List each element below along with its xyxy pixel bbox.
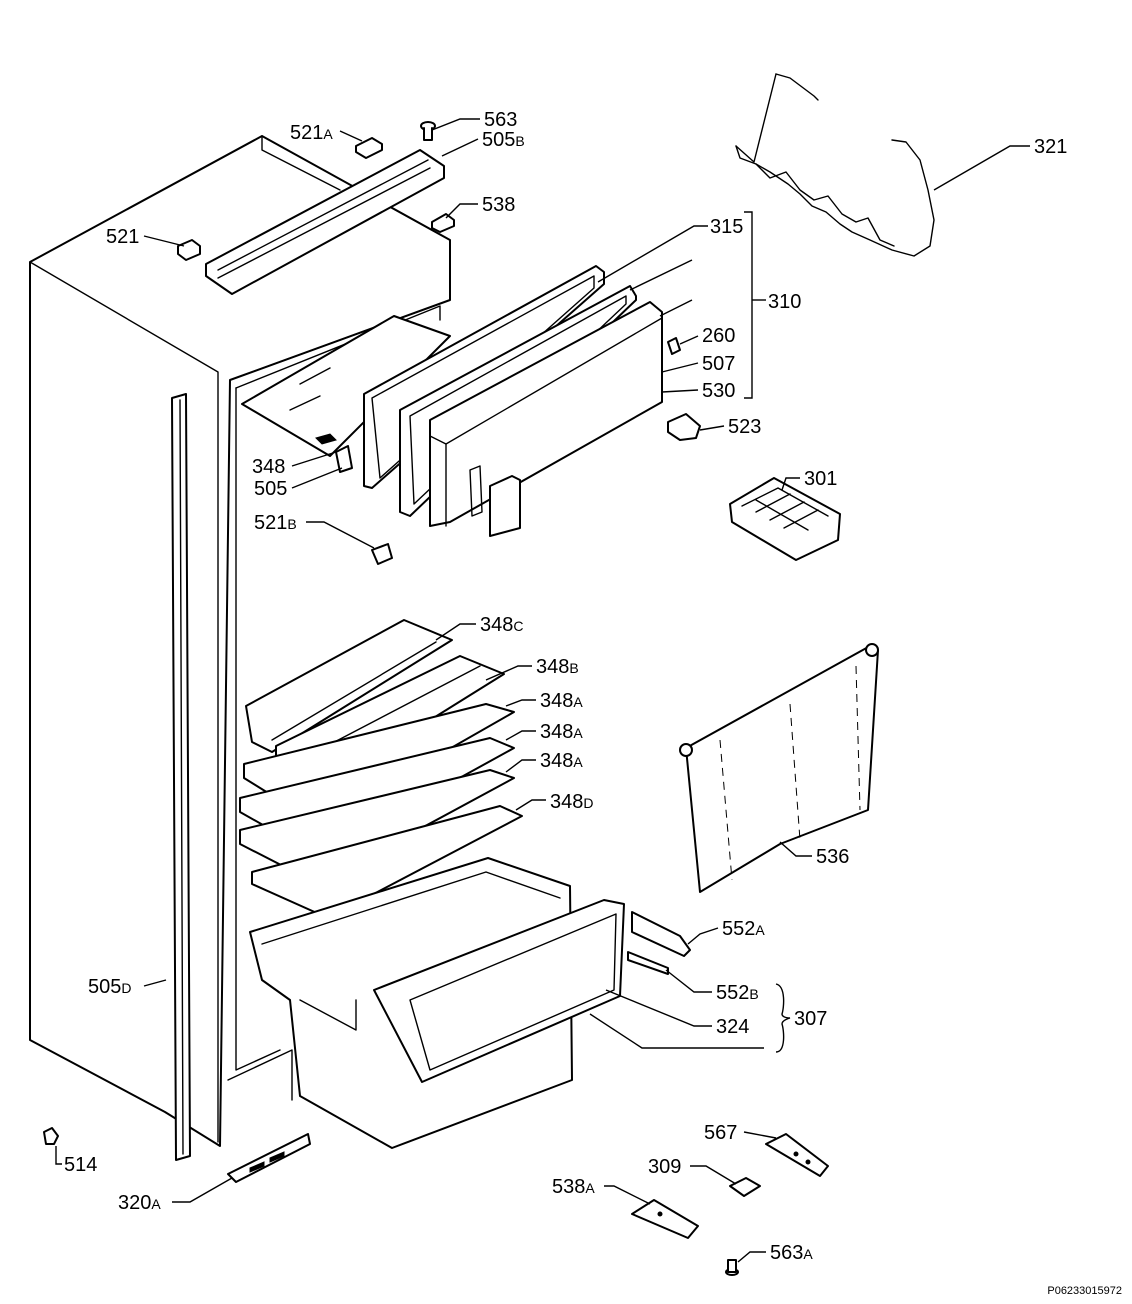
ice-tray-301 [729, 477, 841, 561]
cap-521 [177, 239, 201, 261]
callout-505b: 505B [482, 129, 525, 151]
callout-536: 536 [816, 846, 849, 868]
door-panel-530 [429, 301, 663, 537]
callout-307: 307 [794, 1008, 827, 1030]
callout-348d: 348D [550, 791, 594, 813]
drawer-front-324 [373, 899, 625, 1083]
callout-567: 567 [704, 1122, 737, 1144]
callout-521: 521 [106, 226, 139, 248]
callout-301: 301 [804, 468, 837, 490]
callout-563a: 563A [770, 1242, 813, 1264]
callout-labels: 563 521A 505B 538 521 315 321 310 260 50… [64, 109, 1067, 1264]
callout-538a: 538A [552, 1176, 595, 1198]
callout-530: 530 [702, 380, 735, 402]
callout-324: 324 [716, 1016, 749, 1038]
gasket-505 [335, 445, 353, 473]
hinge-bar-505b [205, 149, 445, 295]
drawing-reference: P06233015972 [1047, 1285, 1122, 1297]
callout-310: 310 [768, 291, 801, 313]
latch-523 [667, 413, 701, 441]
callout-552a: 552A [722, 918, 765, 940]
callout-348a-2: 348A [540, 721, 583, 743]
callout-505: 505 [254, 478, 287, 500]
freezer-shelf-348 [241, 315, 451, 457]
callout-348b: 348B [536, 656, 579, 678]
callout-538: 538 [482, 194, 515, 216]
callout-348a-1: 348A [540, 690, 583, 712]
callout-521a: 521A [290, 122, 333, 144]
callout-348: 348 [252, 456, 285, 478]
foot-514 [43, 1127, 59, 1145]
cover-536 [679, 643, 879, 893]
cap-521b [371, 543, 393, 565]
door-gasket-505d [171, 393, 191, 1161]
callout-563: 563 [484, 109, 517, 131]
callout-523: 523 [728, 416, 761, 438]
callout-320a: 320A [118, 1192, 161, 1214]
refrigerator-cabinet [29, 135, 451, 1147]
screw-563 [420, 121, 436, 141]
screw-563a [725, 1259, 739, 1276]
callout-321: 321 [1034, 136, 1067, 158]
callout-552b: 552B [716, 982, 759, 1004]
callout-507: 507 [702, 353, 735, 375]
callout-521b: 521B [254, 512, 297, 534]
plinth-320a [227, 1133, 311, 1183]
bottle-rack-321 [735, 73, 935, 257]
hinge-538a [631, 1199, 699, 1239]
hinge-pin-538 [431, 213, 455, 233]
shelf-348c [245, 619, 453, 753]
bracket-307 [775, 983, 791, 1053]
callout-309: 309 [648, 1156, 681, 1178]
callout-348a-3: 348A [540, 750, 583, 772]
clip-260 [667, 337, 681, 355]
bracket-567 [765, 1133, 829, 1177]
cap-521a [355, 137, 383, 159]
cover-309 [729, 1177, 761, 1197]
callout-505d: 505D [88, 976, 132, 998]
leader-lines [55, 118, 1030, 1263]
rail-552b [627, 951, 669, 975]
callout-315: 315 [710, 216, 743, 238]
shelf-348d [251, 805, 523, 919]
callout-260: 260 [702, 325, 735, 347]
bracket-310 [744, 211, 766, 399]
rail-552a [631, 911, 691, 957]
callout-348c: 348C [480, 614, 524, 636]
callout-514: 514 [64, 1154, 97, 1176]
